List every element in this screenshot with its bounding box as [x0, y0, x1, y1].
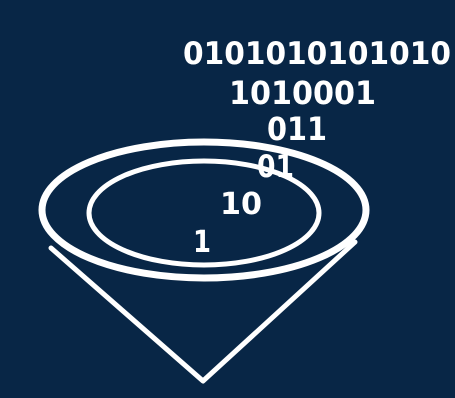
- funnel-shape: [42, 142, 366, 381]
- binary-line-2: 1010001: [229, 74, 376, 112]
- binary-line-6: 1: [193, 225, 211, 260]
- binary-line-1: 0101010101010: [183, 36, 451, 72]
- binary-line-4: 01: [257, 149, 294, 185]
- binary-line-5: 10: [220, 187, 262, 222]
- binary-line-3: 011: [267, 110, 327, 148]
